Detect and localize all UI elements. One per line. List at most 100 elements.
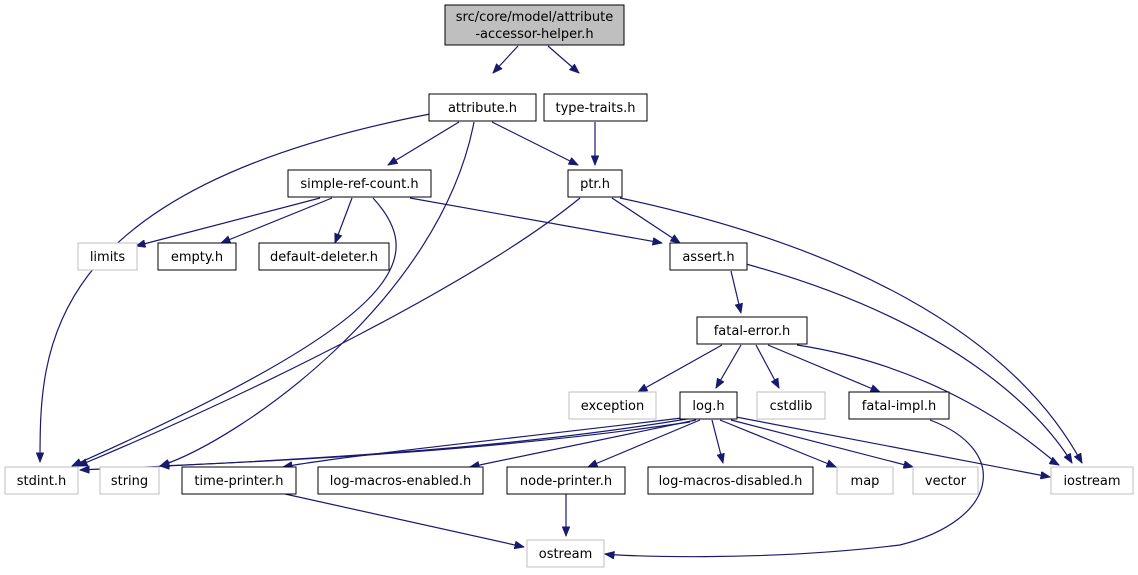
edge-log-to-vector xyxy=(730,419,913,467)
node-box-stdint xyxy=(4,466,79,495)
edge-ptr-to-assert xyxy=(611,197,680,243)
edge-fatalerror-to-fatalimpl xyxy=(767,344,880,393)
node-label-root-line1: -accessor-helper.h xyxy=(475,27,593,42)
node-label-fatalimpl: fatal-impl.h xyxy=(862,399,936,414)
node-label-assert: assert.h xyxy=(682,250,734,265)
node-exception: exception xyxy=(568,391,657,420)
node-logmacen[interactable]: log-macros-enabled.h xyxy=(317,466,484,495)
node-box-string xyxy=(99,466,160,495)
node-empty[interactable]: empty.h xyxy=(157,242,237,271)
edge-fatalerror-to-iostream xyxy=(796,344,1059,465)
node-box-vector xyxy=(912,466,979,495)
node-nodeprinter[interactable]: node-printer.h xyxy=(506,466,626,495)
node-label-defdeleter: default-deleter.h xyxy=(270,250,378,265)
node-root: src/core/model/attribute -accessor-helper… xyxy=(444,4,625,46)
node-box-map xyxy=(836,466,894,495)
node-label-ostream: ostream xyxy=(539,547,593,562)
edge-log-to-iostream xyxy=(735,416,1050,477)
edge-fatalerror-to-log xyxy=(716,344,742,388)
node-box-logmacen xyxy=(317,466,484,495)
node-label-nodeprinter: node-printer.h xyxy=(520,474,612,489)
node-fatalerror[interactable]: fatal-error.h xyxy=(696,316,808,345)
edge-srefcount-to-limits xyxy=(136,197,321,246)
node-label-exception: exception xyxy=(581,399,645,414)
node-label-attribute: attribute.h xyxy=(448,101,517,116)
edge-log-to-map xyxy=(719,419,836,468)
edge-log-to-logmacen xyxy=(470,419,697,467)
node-label-cstdlib: cstdlib xyxy=(770,399,813,414)
node-box-nodeprinter xyxy=(506,466,626,495)
nodes-layer: src/core/model/attribute -accessor-helper… xyxy=(4,4,1134,568)
node-label-map: map xyxy=(851,474,880,489)
node-box-log xyxy=(679,391,738,420)
node-ostream: ostream xyxy=(526,539,605,568)
node-label-vector: vector xyxy=(925,474,967,489)
node-stdint: stdint.h xyxy=(4,466,79,495)
edge-timeprinter-to-ostream xyxy=(284,493,524,547)
node-label-root-line0: src/core/model/attribute xyxy=(456,10,613,25)
node-label-typetraits: type-traits.h xyxy=(556,101,636,116)
edge-assert-to-fatalerror xyxy=(730,270,741,313)
node-vector: vector xyxy=(912,466,979,495)
node-label-stdint: stdint.h xyxy=(17,474,66,489)
node-iostream: iostream xyxy=(1050,466,1134,495)
node-box-srefcount xyxy=(287,169,432,198)
node-box-ostream xyxy=(526,539,605,568)
node-label-iostream: iostream xyxy=(1063,474,1120,489)
edge-root-to-typetraits xyxy=(547,45,579,73)
node-label-log: log.h xyxy=(692,399,724,414)
edge-log-to-timeprinter xyxy=(283,416,691,467)
node-box-empty xyxy=(157,242,237,271)
edge-root-to-attribute xyxy=(493,45,519,73)
node-limits: limits xyxy=(77,242,138,271)
node-label-empty: empty.h xyxy=(171,250,223,265)
node-box-iostream xyxy=(1050,466,1134,495)
node-label-logmacdis: log-macros-disabled.h xyxy=(659,474,803,489)
node-label-ptr: ptr.h xyxy=(580,177,610,192)
node-map: map xyxy=(836,466,894,495)
node-label-string: string xyxy=(111,474,148,489)
node-box-attribute xyxy=(428,93,537,122)
edge-ptr-to-stdint xyxy=(78,197,581,467)
edge-attribute-to-ptr xyxy=(491,121,578,166)
edge-ptr-to-iostream xyxy=(619,197,1082,463)
node-log[interactable]: log.h xyxy=(679,391,738,420)
node-ptr[interactable]: ptr.h xyxy=(567,169,623,198)
edge-log-to-logmacdis xyxy=(711,419,723,463)
node-box-logmacdis xyxy=(647,466,814,495)
node-box-exception xyxy=(568,391,657,420)
node-box-fatalimpl xyxy=(848,391,950,420)
node-logmacdis[interactable]: log-macros-disabled.h xyxy=(647,466,814,495)
node-timeprinter[interactable]: time-printer.h xyxy=(181,466,297,495)
node-typetraits[interactable]: type-traits.h xyxy=(543,93,648,122)
edge-assert-to-iostream xyxy=(745,263,1072,463)
node-box-timeprinter xyxy=(181,466,297,495)
edge-attribute-to-srefcount xyxy=(388,121,460,165)
node-srefcount[interactable]: simple-ref-count.h xyxy=(287,169,432,198)
edge-srefcount-to-stdint xyxy=(72,197,397,467)
node-box-assert xyxy=(669,242,748,271)
node-defdeleter[interactable]: default-deleter.h xyxy=(258,242,390,271)
node-attribute[interactable]: attribute.h xyxy=(428,93,537,122)
node-box-root xyxy=(444,4,625,46)
edge-fatalerror-to-exception xyxy=(638,344,723,392)
edge-fatalimpl-to-ostream xyxy=(605,419,984,557)
node-label-srefcount: simple-ref-count.h xyxy=(300,177,418,192)
edge-log-to-string xyxy=(160,421,691,466)
node-label-timeprinter: time-printer.h xyxy=(194,474,283,489)
edge-fatalerror-to-cstdlib xyxy=(755,344,779,388)
edge-attribute-to-stdint xyxy=(40,113,431,462)
node-box-cstdlib xyxy=(756,391,826,420)
node-box-defdeleter xyxy=(258,242,390,271)
edge-attribute-to-string xyxy=(160,121,475,466)
node-cstdlib: cstdlib xyxy=(756,391,826,420)
node-assert[interactable]: assert.h xyxy=(669,242,748,271)
node-fatalimpl[interactable]: fatal-impl.h xyxy=(848,391,950,420)
edge-srefcount-to-assert xyxy=(409,197,662,243)
edge-srefcount-to-empty xyxy=(221,197,333,244)
node-box-limits xyxy=(77,242,138,271)
node-box-fatalerror xyxy=(696,316,808,345)
edges-layer xyxy=(40,45,1082,557)
edge-srefcount-to-defdeleter xyxy=(335,197,353,243)
